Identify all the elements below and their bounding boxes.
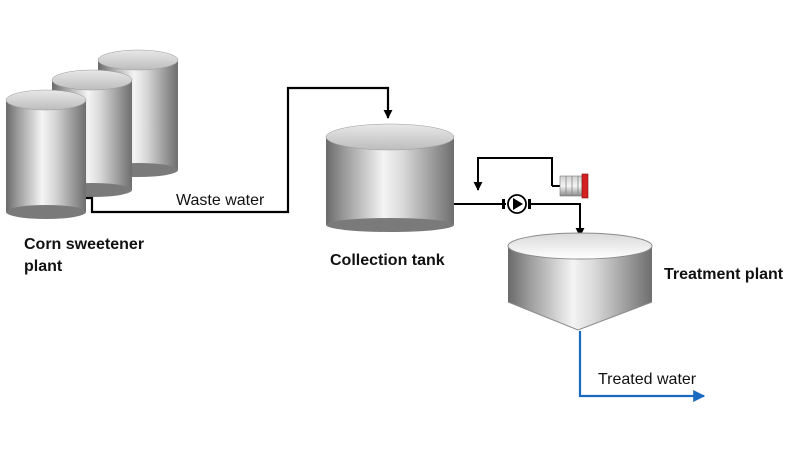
corn-plant-silos bbox=[5, 49, 179, 219]
silo-front bbox=[5, 89, 87, 219]
motor-icon bbox=[552, 173, 589, 199]
treatment-plant-label: Treatment plant bbox=[664, 266, 784, 283]
treated-water-label: Treated water bbox=[598, 371, 697, 388]
collection-tank-label: Collection tank bbox=[330, 252, 445, 269]
collection-tank bbox=[325, 123, 455, 232]
pump-icon bbox=[507, 194, 527, 214]
recirculation-loop bbox=[473, 157, 553, 191]
pump-discharge-pipe bbox=[528, 203, 585, 237]
valve-icon bbox=[502, 199, 531, 209]
treatment-plant bbox=[507, 232, 653, 331]
waste-water-label: Waste water bbox=[176, 192, 265, 209]
corn-plant-label: Corn sweetener bbox=[24, 236, 145, 253]
treated-water-pipe bbox=[578, 331, 706, 402]
corn-plant-label-line2: plant bbox=[24, 258, 63, 275]
waste-water-pipe bbox=[86, 86, 393, 214]
